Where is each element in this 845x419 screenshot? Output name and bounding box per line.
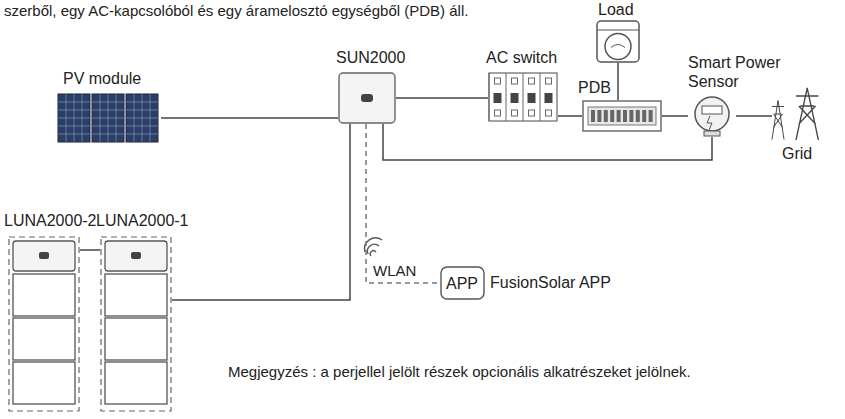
load-icon	[596, 20, 640, 63]
power-line	[662, 116, 688, 117]
node-label: AC switch	[486, 48, 557, 67]
ac-switch-icon	[488, 72, 558, 122]
ac-switch: AC switch	[488, 72, 558, 122]
battery-icon	[100, 236, 172, 412]
distribution-box: PDB	[582, 100, 662, 132]
pv-module-icon	[57, 93, 161, 143]
edge-label: WLAN	[373, 261, 416, 280]
battery: LUNA2000-2	[8, 236, 80, 412]
inverter-icon	[338, 72, 396, 124]
node-label: LUNA2000-2	[4, 211, 97, 230]
smart-power-sensor-icon	[688, 95, 736, 137]
battery: LUNA2000-1	[100, 236, 172, 412]
node-label: Grid	[782, 144, 812, 163]
load: Load	[596, 20, 640, 63]
power-line	[558, 116, 582, 117]
node-label: PV module	[63, 69, 141, 88]
node-label: LUNA2000-1	[96, 211, 189, 230]
wifi-symbol	[365, 238, 382, 256]
inverter: SUN2000	[338, 72, 396, 124]
grid-icon	[772, 84, 822, 142]
smart-power-sensor: Smart Power Sensor	[688, 95, 736, 137]
power-line	[736, 116, 772, 117]
pv-module: PV module	[57, 93, 161, 143]
power-line	[618, 63, 619, 100]
note-text: Megjegyzés : a perjellel jelölt részek o…	[228, 362, 833, 381]
battery-icon	[8, 236, 80, 412]
power-line	[161, 118, 338, 119]
grid: Grid	[772, 84, 822, 142]
node-label: Load	[598, 0, 634, 19]
app-box: APPFusionSolar APP	[440, 266, 485, 300]
wireless-link	[366, 124, 440, 283]
node-label: PDB	[578, 78, 611, 97]
node-label: FusionSolar APP	[490, 273, 611, 292]
distribution-box-icon	[582, 100, 662, 132]
power-line	[383, 124, 712, 160]
power-line	[80, 250, 100, 251]
node-label: Smart Power Sensor	[688, 53, 784, 91]
power-line	[396, 98, 488, 99]
power-line	[172, 124, 350, 300]
intro-text: szerből, egy AC-kapcsolóból és egy árame…	[4, 1, 564, 20]
app-text: APP	[446, 274, 478, 293]
node-label: SUN2000	[336, 48, 405, 67]
